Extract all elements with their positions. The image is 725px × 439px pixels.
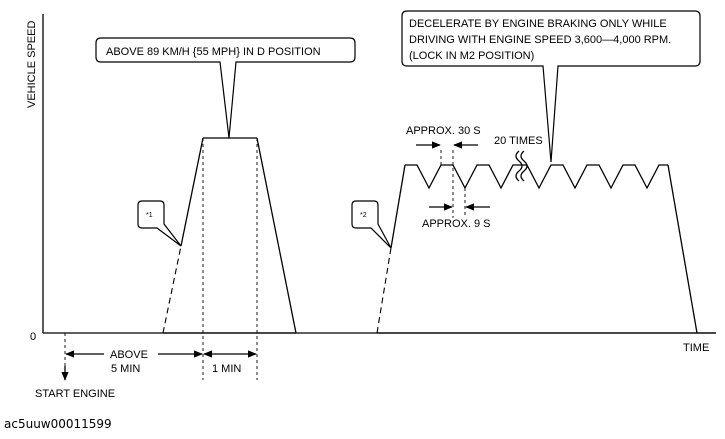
repeat-count-label: 20 TIMES bbox=[494, 135, 543, 147]
5min-label: 5 MIN bbox=[111, 363, 140, 375]
decel-ramp-1 bbox=[256, 137, 297, 334]
note-1-text: *1 bbox=[146, 212, 153, 219]
approx-9s-label: APPROX. 9 S bbox=[422, 218, 490, 230]
accel-ramp-1-dashed bbox=[162, 245, 182, 334]
figure-id: ac5uuw00011599 bbox=[4, 417, 112, 431]
start-engine-label: START ENGINE bbox=[35, 388, 115, 400]
callout-engine-braking bbox=[401, 10, 701, 163]
approx-30s-label: APPROX. 30 S bbox=[406, 125, 481, 137]
callout-d-position bbox=[95, 37, 356, 139]
callout-engine-braking-line3: (LOCK IN M2 POSITION) bbox=[409, 50, 534, 62]
accel-ramp-1 bbox=[180, 137, 204, 247]
1min-label: 1 MIN bbox=[212, 363, 241, 375]
accel-ramp-2 bbox=[390, 164, 406, 249]
note-1-callout bbox=[137, 200, 182, 247]
y-axis-label: VEHICLE SPEED bbox=[26, 21, 38, 108]
callout-engine-braking-line1: DECELERATE BY ENGINE BRAKING ONLY WHILE bbox=[409, 18, 667, 30]
break-mark bbox=[520, 150, 528, 182]
sawtooth-cycles bbox=[405, 164, 668, 190]
above-label: ABOVE bbox=[110, 349, 148, 361]
x-axis-label: TIME bbox=[683, 342, 709, 354]
origin-label: 0 bbox=[30, 331, 36, 343]
decel-ramp-2 bbox=[667, 164, 698, 334]
note-2-callout bbox=[351, 200, 392, 249]
callout-engine-braking-line2: DRIVING WITH ENGINE SPEED 3,600—4,000 RP… bbox=[409, 34, 671, 46]
callout-d-position-text: ABOVE 89 KM/H {55 MPH} IN D POSITION bbox=[106, 46, 321, 58]
break-mark bbox=[515, 150, 523, 182]
accel-ramp-2-dashed bbox=[376, 247, 392, 334]
note-2-text: *2 bbox=[360, 212, 367, 219]
